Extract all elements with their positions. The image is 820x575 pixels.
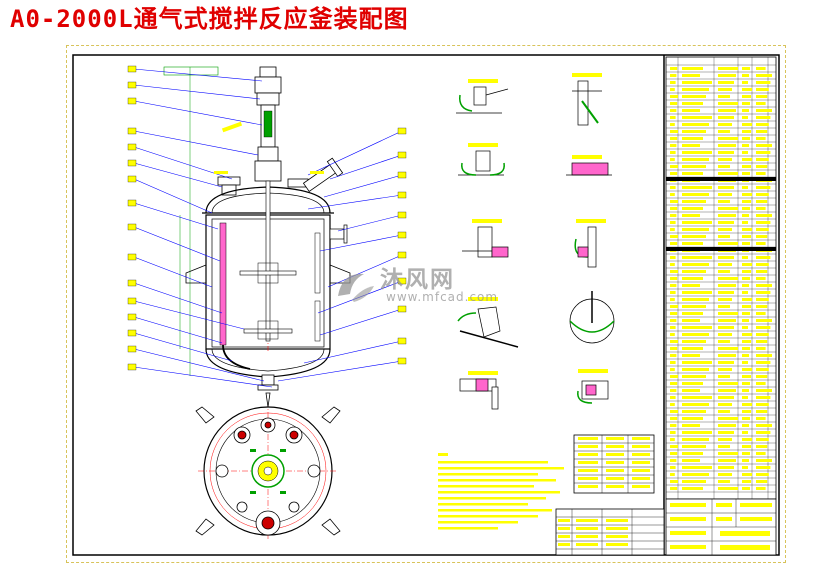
watermark-url: www.mfcad.com <box>386 290 499 304</box>
watermark-logo-icon <box>338 273 374 302</box>
drawing-border <box>72 54 780 556</box>
parts-list-table <box>665 56 777 500</box>
watermark-name: 沐风网 <box>380 267 455 293</box>
vessel-plan-view <box>195 392 341 541</box>
title-block <box>665 498 777 556</box>
technical-notes <box>438 453 564 530</box>
page-title: A0-2000L通气式搅拌反应釜装配图 <box>10 5 409 33</box>
nozzle-table <box>555 508 665 556</box>
cad-drawing: 沐风网 www.mfcad.com <box>72 51 782 559</box>
vessel-elevation-view <box>127 65 407 391</box>
outer-dashed-frame <box>66 45 786 563</box>
watermark: 沐风网 www.mfcad.com <box>334 260 514 318</box>
detail-views <box>456 73 615 410</box>
design-data-table <box>573 434 655 494</box>
